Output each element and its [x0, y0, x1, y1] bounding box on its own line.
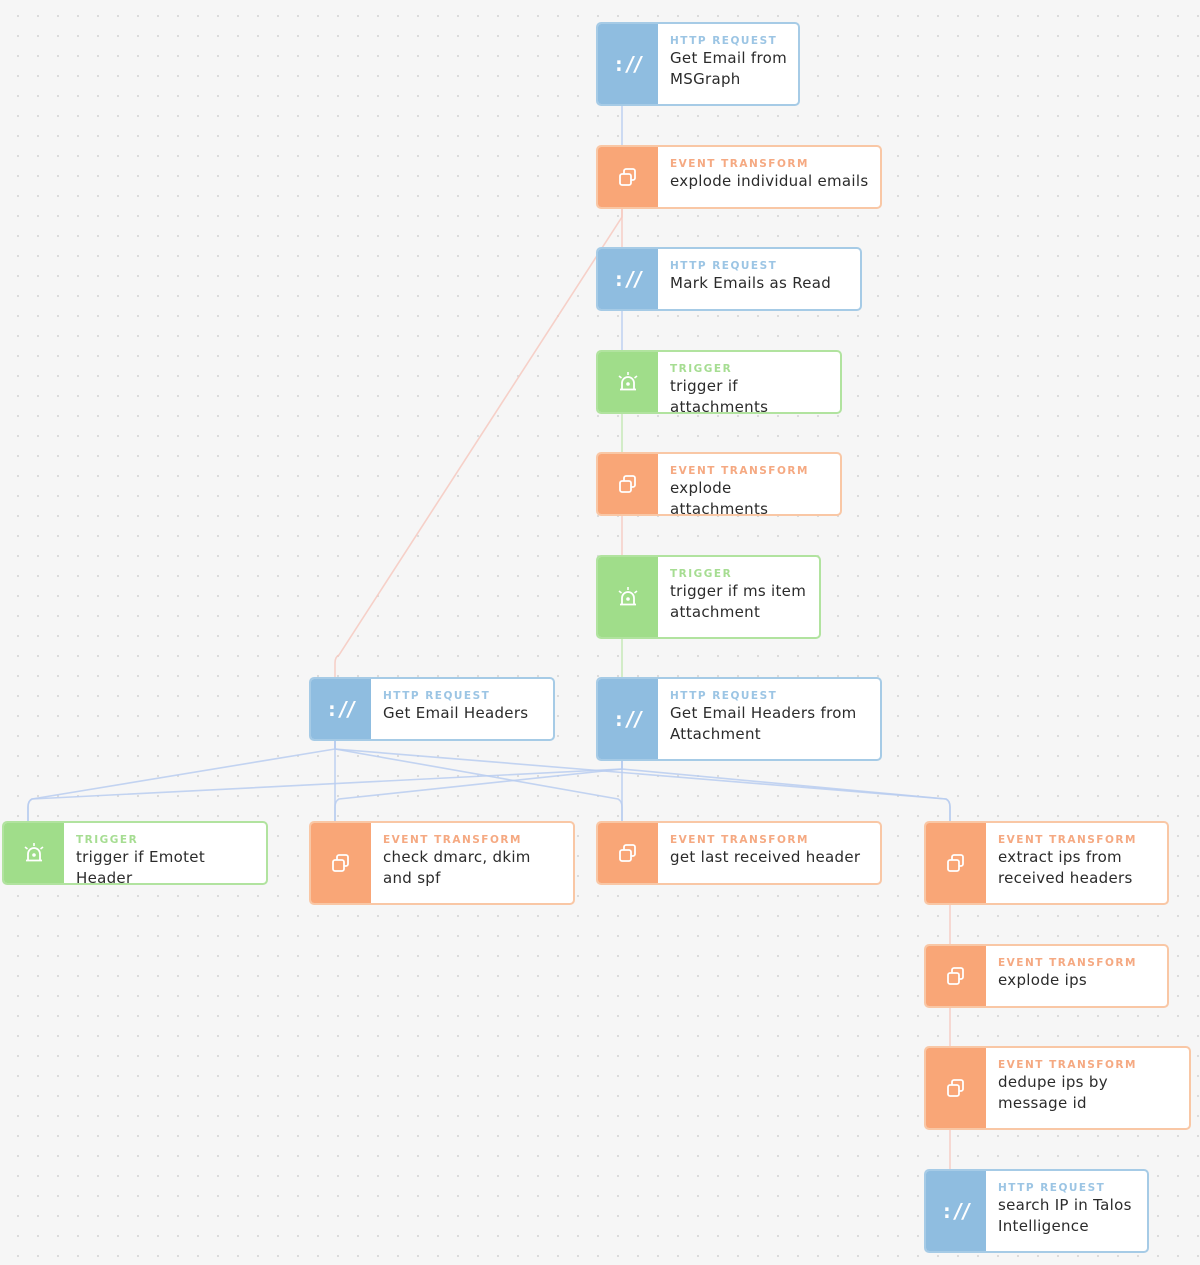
- link-get-headers-attachment-to-check-dmarc: [334, 761, 623, 821]
- node-text: EVENT TRANSFORM extract ips from received…: [986, 823, 1167, 903]
- node-text: HTTP REQUEST Get Email from MSGraph: [658, 24, 798, 104]
- node-type-label: HTTP REQUEST: [670, 35, 778, 47]
- link-get-headers-attachment-to-trigger-emotet: [27, 761, 623, 821]
- node-trigger-ms-item[interactable]: TRIGGER trigger if ms item attachment: [596, 555, 821, 639]
- node-get-last-received[interactable]: EVENT TRANSFORM get last received header: [596, 821, 882, 885]
- http-request-icon: ://: [598, 24, 658, 104]
- node-text: HTTP REQUEST Get Email Headers: [371, 679, 538, 739]
- node-type-label: HTTP REQUEST: [670, 690, 778, 702]
- node-name: trigger if Emotet Header: [76, 848, 205, 885]
- node-search-ip-talos[interactable]: :// HTTP REQUEST search IP in Talos Intell…: [924, 1169, 1149, 1253]
- http-request-icon: ://: [598, 679, 658, 759]
- node-name: explode individual emails: [670, 172, 869, 190]
- node-check-dmarc[interactable]: EVENT TRANSFORM check dmarc, dkim and spf: [309, 821, 575, 905]
- node-name: get last received header: [670, 848, 861, 866]
- node-type-label: HTTP REQUEST: [670, 260, 778, 272]
- node-name: explode ips: [998, 971, 1088, 989]
- node-type-label: HTTP REQUEST: [998, 1182, 1106, 1194]
- node-text: EVENT TRANSFORM get last received header: [658, 823, 870, 883]
- node-type-label: TRIGGER: [76, 834, 139, 846]
- link-get-email-headers-to-trigger-emotet: [27, 741, 336, 821]
- node-name: dedupe ips by message id: [998, 1073, 1108, 1112]
- link-get-headers-attachment-to-extract-ips: [621, 761, 951, 821]
- event-transform-icon: [926, 946, 986, 1006]
- node-name: Get Email from MSGraph: [670, 49, 787, 88]
- node-text: HTTP REQUEST Mark Emails as Read: [658, 249, 841, 309]
- event-transform-icon: [598, 147, 658, 207]
- node-type-label: EVENT TRANSFORM: [998, 1059, 1137, 1071]
- node-type-label: TRIGGER: [670, 568, 733, 580]
- node-type-label: EVENT TRANSFORM: [998, 957, 1137, 969]
- node-text: TRIGGER trigger if ms item attachment: [658, 557, 819, 637]
- event-transform-icon: [926, 1048, 986, 1128]
- node-extract-ips[interactable]: EVENT TRANSFORM extract ips from received…: [924, 821, 1169, 905]
- event-transform-icon: [926, 823, 986, 903]
- node-name: check dmarc, dkim and spf: [383, 848, 531, 887]
- node-mark-emails-read[interactable]: :// HTTP REQUEST Mark Emails as Read: [596, 247, 862, 311]
- event-transform-icon: [598, 454, 658, 514]
- node-text: EVENT TRANSFORM dedupe ips by message id: [986, 1048, 1189, 1128]
- http-request-icon: ://: [311, 679, 371, 739]
- node-name: Get Email Headers: [383, 704, 529, 722]
- node-type-label: EVENT TRANSFORM: [670, 834, 809, 846]
- node-name: Mark Emails as Read: [670, 274, 832, 292]
- node-get-headers-attachment[interactable]: :// HTTP REQUEST Get Email Headers from At…: [596, 677, 882, 761]
- node-text: TRIGGER trigger if Emotet Header: [64, 823, 266, 883]
- node-trigger-emotet[interactable]: TRIGGER trigger if Emotet Header: [2, 821, 268, 885]
- node-type-label: HTTP REQUEST: [383, 690, 491, 702]
- node-explode-attachments[interactable]: EVENT TRANSFORM explode attachments: [596, 452, 842, 516]
- link-explode-individual-emails-to-get-email-headers: [334, 209, 623, 677]
- node-get-email-msgraph[interactable]: :// HTTP REQUEST Get Email from MSGraph: [596, 22, 800, 106]
- http-request-icon: ://: [926, 1171, 986, 1251]
- node-text: HTTP REQUEST Get Email Headers from Attac…: [658, 679, 880, 759]
- node-dedupe-ips[interactable]: EVENT TRANSFORM dedupe ips by message id: [924, 1046, 1191, 1130]
- node-name: trigger if attachments: [670, 377, 769, 414]
- node-text: EVENT TRANSFORM check dmarc, dkim and spf: [371, 823, 573, 903]
- node-type-label: EVENT TRANSFORM: [998, 834, 1137, 846]
- node-type-label: EVENT TRANSFORM: [383, 834, 522, 846]
- node-name: explode attachments: [670, 479, 769, 516]
- event-transform-icon: [311, 823, 371, 903]
- event-transform-icon: [598, 823, 658, 883]
- node-name: Get Email Headers from Attachment: [670, 704, 857, 743]
- node-get-email-headers[interactable]: :// HTTP REQUEST Get Email Headers: [309, 677, 555, 741]
- http-request-icon: ://: [598, 249, 658, 309]
- node-text: EVENT TRANSFORM explode individual emails: [658, 147, 878, 207]
- node-type-label: EVENT TRANSFORM: [670, 158, 809, 170]
- node-text: EVENT TRANSFORM explode attachments: [658, 454, 840, 514]
- node-text: EVENT TRANSFORM explode ips: [986, 946, 1147, 1006]
- node-explode-individual-emails[interactable]: EVENT TRANSFORM explode individual emails: [596, 145, 882, 209]
- node-type-label: EVENT TRANSFORM: [670, 465, 809, 477]
- node-type-label: TRIGGER: [670, 363, 733, 375]
- node-name: extract ips from received headers: [998, 848, 1133, 887]
- node-text: HTTP REQUEST search IP in Talos Intellige…: [986, 1171, 1147, 1251]
- node-name: trigger if ms item attachment: [670, 582, 807, 621]
- trigger-alarm-icon: [598, 352, 658, 412]
- node-name: search IP in Talos Intelligence: [998, 1196, 1132, 1235]
- trigger-alarm-icon: [598, 557, 658, 637]
- node-explode-ips[interactable]: EVENT TRANSFORM explode ips: [924, 944, 1169, 1008]
- node-trigger-attachments[interactable]: TRIGGER trigger if attachments: [596, 350, 842, 414]
- node-text: TRIGGER trigger if attachments: [658, 352, 840, 412]
- trigger-alarm-icon: [4, 823, 64, 883]
